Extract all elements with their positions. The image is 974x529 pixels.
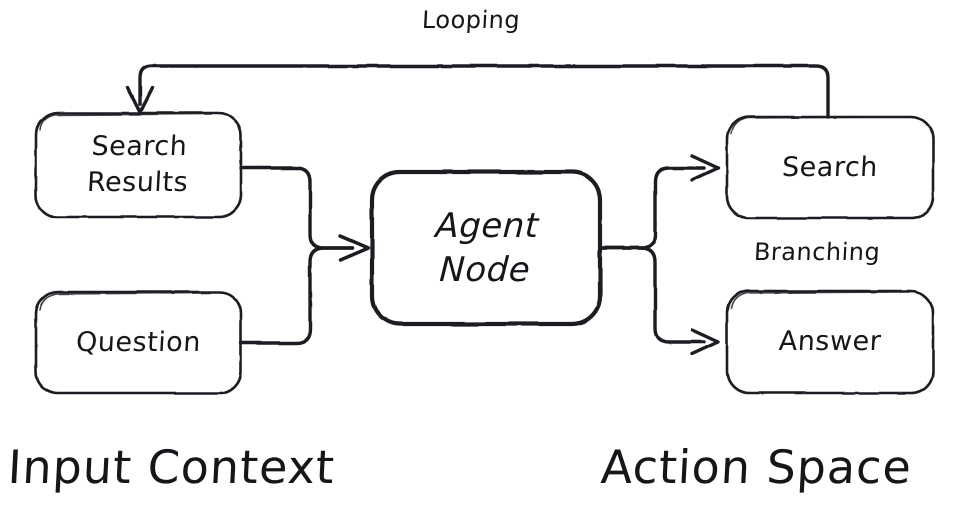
- edge-label-looping: Looping: [421, 6, 521, 34]
- arrowhead-into-agent: [338, 234, 370, 262]
- node-box-search: [725, 115, 935, 220]
- edge-label-branching: Branching: [753, 238, 882, 266]
- section-label-input-context: Input Context: [6, 440, 337, 494]
- edge-agent-to-answer: [598, 246, 720, 356]
- section-label-action-space: Action Space: [599, 440, 914, 494]
- edge-agent-to-search: [598, 154, 720, 250]
- edge-search-results-to-agent: [239, 166, 354, 250]
- edge-question-to-agent: [239, 246, 354, 345]
- node-box-search-results: [34, 111, 243, 219]
- edge-looping: [126, 64, 830, 119]
- node-box-answer: [725, 289, 935, 395]
- node-box-agent-node: [369, 169, 603, 327]
- node-box-question: [34, 290, 243, 395]
